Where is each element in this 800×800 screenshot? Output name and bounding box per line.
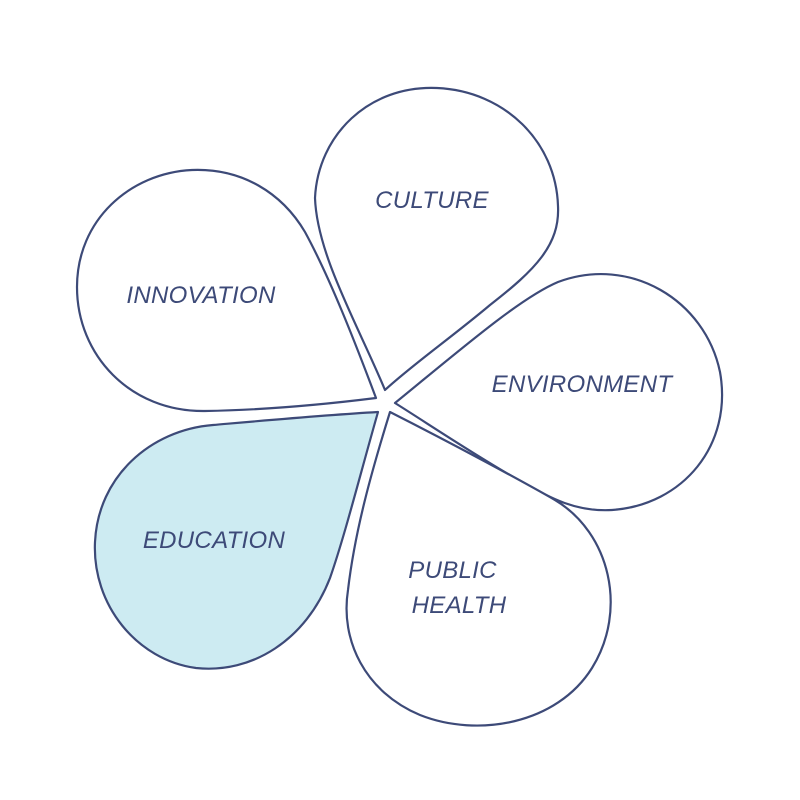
petal-public-health[interactable]: PUBLIC HEALTH xyxy=(345,410,612,727)
petal-environment[interactable]: ENVIRONMENT xyxy=(393,273,724,512)
petal-culture-label-line: CULTURE xyxy=(375,187,489,214)
petal-education-shape xyxy=(93,410,380,670)
petal-culture[interactable]: CULTURE xyxy=(313,86,560,392)
petal-culture-shape xyxy=(313,86,560,392)
petal-public-health-label-line-1: PUBLIC xyxy=(408,557,497,584)
petal-environment-label: ENVIRONMENT xyxy=(492,371,675,398)
petal-innovation-label-line: INNOVATION xyxy=(126,282,276,309)
petal-innovation[interactable]: INNOVATION xyxy=(75,168,378,413)
petal-culture-label: CULTURE xyxy=(375,187,489,214)
petal-education-label-line: EDUCATION xyxy=(143,527,286,554)
petal-innovation-label: INNOVATION xyxy=(126,282,276,309)
petal-public-health-label-line-2: HEALTH xyxy=(412,592,507,619)
petal-public-health-label: PUBLIC HEALTH xyxy=(408,557,506,619)
petal-environment-label-line: ENVIRONMENT xyxy=(492,371,675,398)
petal-education-label: EDUCATION xyxy=(143,527,286,554)
petal-education[interactable]: EDUCATION xyxy=(93,410,380,670)
petal-innovation-shape xyxy=(75,168,378,413)
petal-public-health-shape xyxy=(345,410,612,727)
